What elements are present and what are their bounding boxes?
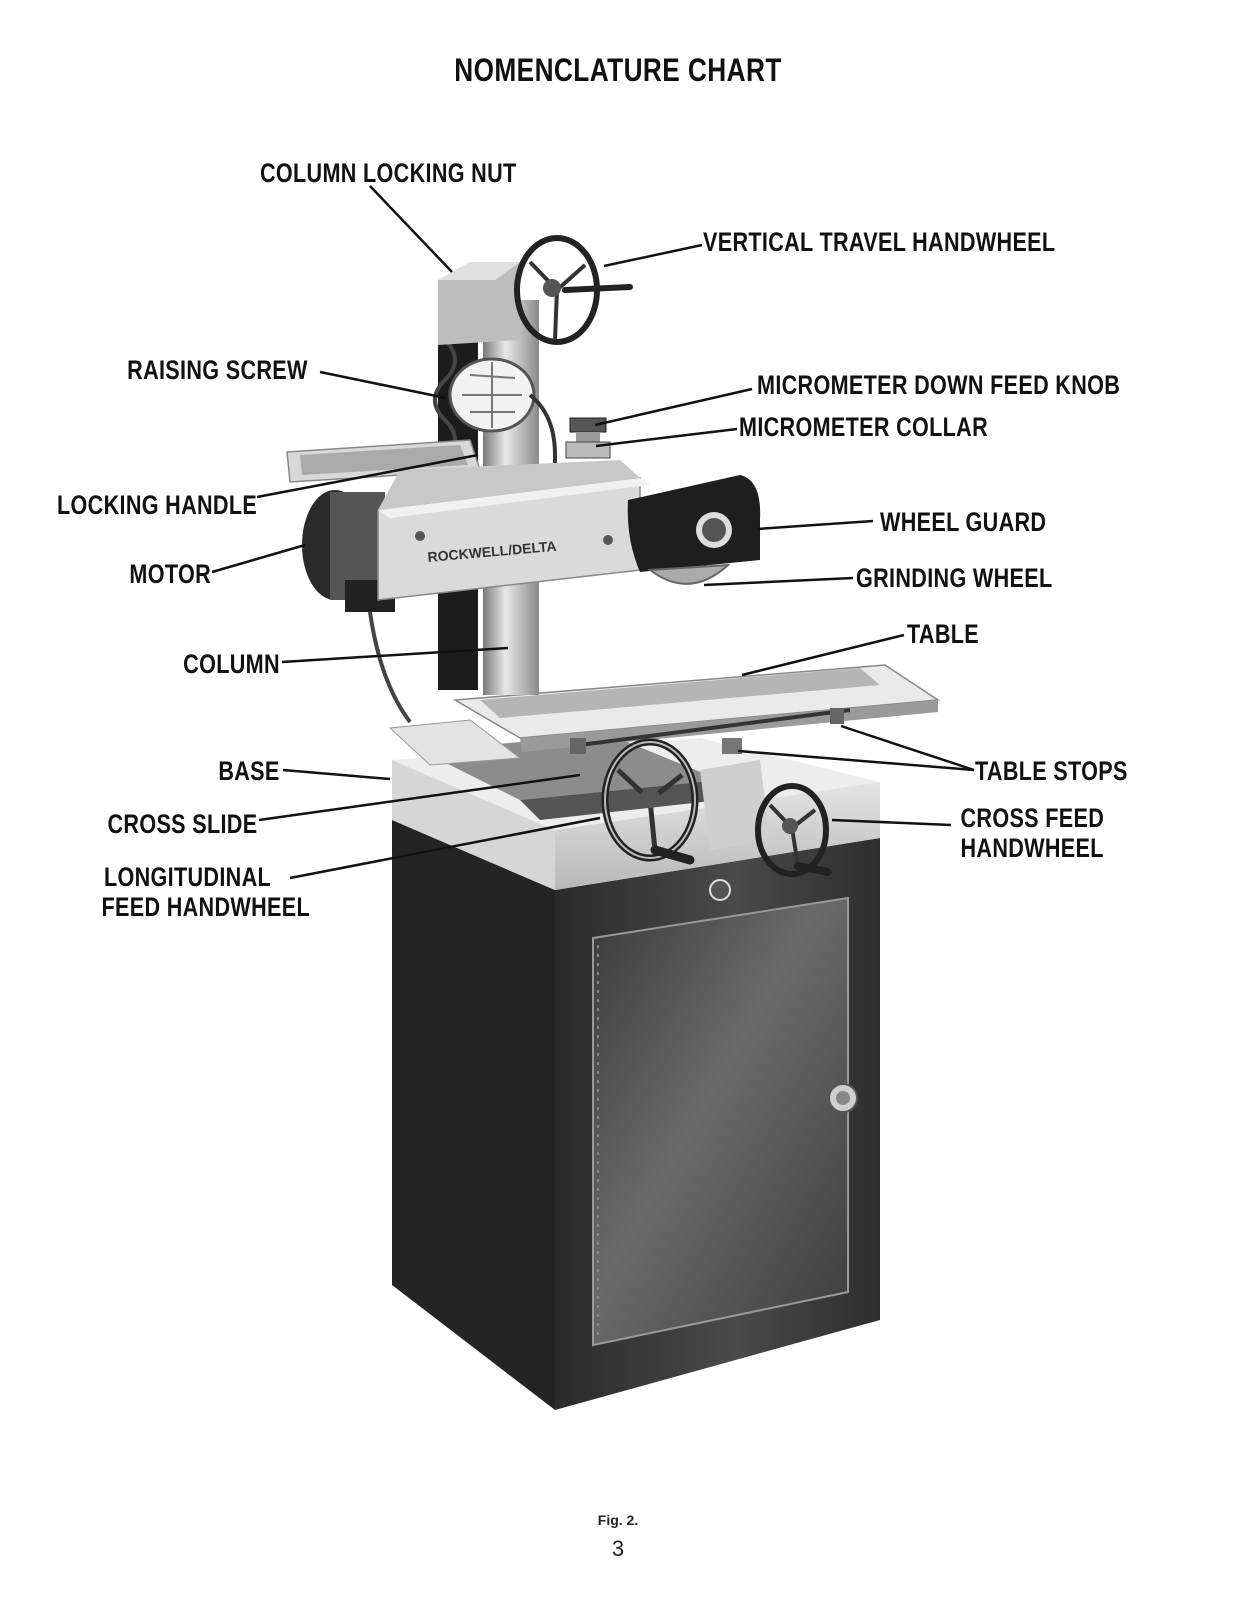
page-number: 3 bbox=[611, 1536, 625, 1561]
grinding-wheel-graphic bbox=[647, 563, 731, 585]
machine-table bbox=[388, 664, 941, 766]
cross-feed-handwheel-graphic bbox=[755, 783, 832, 877]
label-grinding-wheel: GRINDING WHEEL bbox=[856, 563, 1053, 593]
label-cross-feed-handwheel: CROSS FEED HANDWHEEL bbox=[960, 803, 1105, 863]
label-column: COLUMN bbox=[183, 649, 280, 679]
label-micrometer-collar: MICROMETER COLLAR bbox=[739, 412, 989, 442]
longitudinal-handwheel-graphic bbox=[601, 738, 699, 865]
label-cross-slide: CROSS SLIDE bbox=[107, 809, 257, 839]
label-column-locking-nut: COLUMN LOCKING NUT bbox=[260, 158, 517, 188]
label-wheel-guard: WHEEL GUARD bbox=[880, 507, 1047, 537]
label-cross-feed-line2: HANDWHEEL bbox=[960, 833, 1104, 863]
page-title: NOMENCLATURE CHART bbox=[454, 52, 782, 88]
label-raising-screw: RAISING SCREW bbox=[127, 355, 308, 385]
label-table-stops: TABLE STOPS bbox=[975, 756, 1128, 786]
label-longitudinal-line2: FEED HANDWHEEL bbox=[101, 892, 310, 922]
spindle-head: ROCKWELL/DELTA bbox=[377, 460, 650, 601]
label-motor: MOTOR bbox=[129, 559, 211, 589]
vertical-handwheel-graphic bbox=[514, 235, 633, 345]
cabinet-door bbox=[592, 896, 849, 1347]
label-base: BASE bbox=[218, 756, 280, 786]
badge-emblem bbox=[709, 879, 731, 901]
label-longitudinal-line1: LONGITUDINAL bbox=[103, 862, 272, 892]
micrometer-graphic bbox=[565, 417, 611, 459]
label-cross-feed-line1: CROSS FEED bbox=[960, 803, 1105, 833]
label-locking-handle: LOCKING HANDLE bbox=[56, 490, 257, 520]
column-head bbox=[438, 262, 520, 345]
label-micrometer-down-feed-knob: MICROMETER DOWN FEED KNOB bbox=[757, 370, 1121, 400]
label-vertical-travel-handwheel: VERTICAL TRAVEL HANDWHEEL bbox=[703, 227, 1056, 257]
label-longitudinal-feed-handwheel: LONGITUDINAL FEED HANDWHEEL bbox=[101, 862, 310, 922]
leader-lines bbox=[211, 185, 975, 880]
cabinet bbox=[392, 820, 880, 1410]
label-table: TABLE bbox=[907, 619, 979, 649]
wheel-guard-graphic bbox=[627, 475, 761, 572]
figure-caption: Fig. 2. bbox=[597, 1512, 639, 1528]
lamp bbox=[448, 357, 557, 475]
